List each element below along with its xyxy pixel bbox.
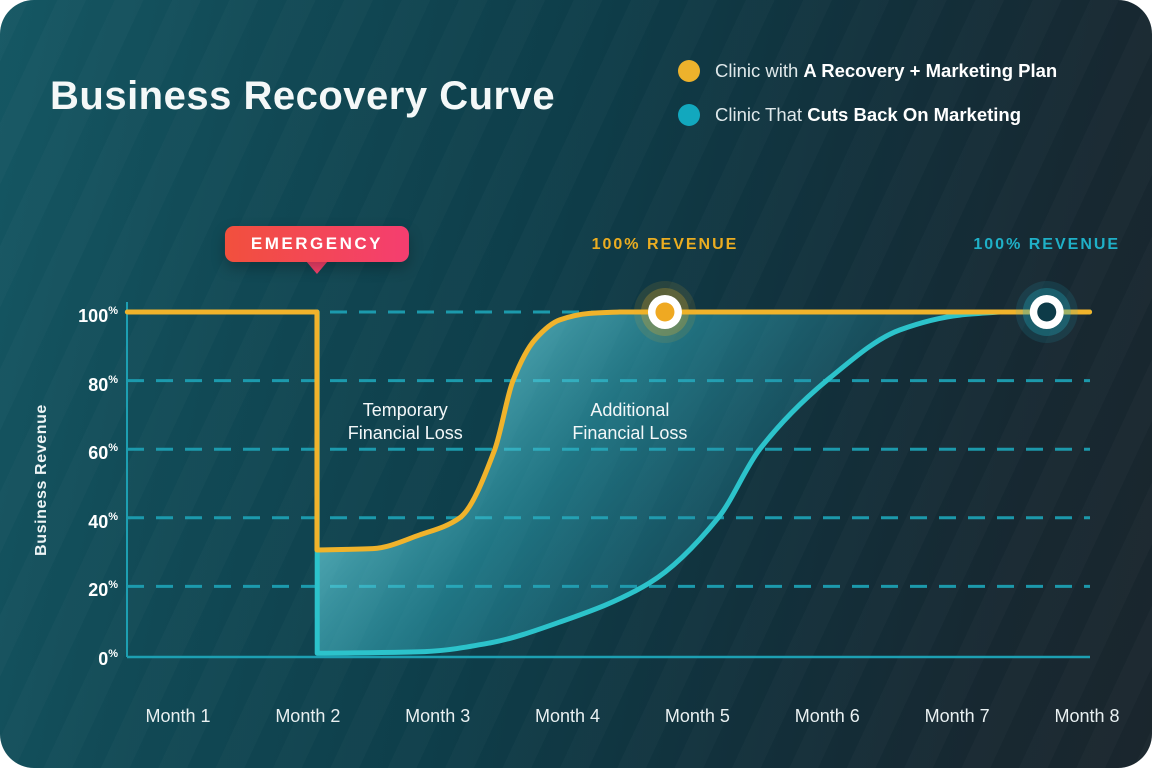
x-tick-label-month-8: Month 8 xyxy=(1054,706,1120,726)
x-tick-label-month-1: Month 1 xyxy=(145,706,211,726)
x-tick-label-month-6: Month 6 xyxy=(794,706,860,726)
legend-dot-gold-icon xyxy=(678,60,700,82)
legend-item-recovery-plan: Clinic with A Recovery + Marketing Plan xyxy=(678,60,1057,82)
legend: Clinic with A Recovery + Marketing Plan … xyxy=(678,60,1057,148)
marker-center-icon xyxy=(655,302,675,322)
y-tick-label-20: 20% xyxy=(88,579,118,601)
emergency-badge: EMERGENCY xyxy=(224,226,409,274)
loss-area-fill xyxy=(316,312,1000,654)
emergency-badge-tail-icon xyxy=(305,261,328,274)
page-title: Business Recovery Curve xyxy=(50,74,556,118)
emergency-badge-label: EMERGENCY xyxy=(224,226,409,262)
legend-label-prefix: Clinic with xyxy=(715,60,804,81)
series-line-recovery-plan xyxy=(124,309,1093,553)
legend-label-bold: A Recovery + Marketing Plan xyxy=(803,60,1058,81)
revenue-marker-label-1: 100% REVENUE xyxy=(591,236,739,253)
legend-label-prefix: Clinic That xyxy=(715,104,808,125)
y-tick-label-60: 60% xyxy=(88,442,118,464)
legend-label-bold: Cuts Back On Marketing xyxy=(807,104,1022,125)
x-tick-label-month-2: Month 2 xyxy=(275,706,341,726)
marker-center-icon xyxy=(1037,302,1057,322)
legend-dot-teal-icon xyxy=(678,104,700,126)
legend-label-cuts-marketing: Clinic That Cuts Back On Marketing xyxy=(715,104,1021,126)
legend-item-cuts-marketing: Clinic That Cuts Back On Marketing xyxy=(678,104,1057,126)
y-tick-label-0: 0% xyxy=(98,648,118,669)
y-tick-label-80: 80% xyxy=(88,373,118,395)
x-tick-label-month-5: Month 5 xyxy=(664,706,730,726)
legend-label-recovery-plan: Clinic with A Recovery + Marketing Plan xyxy=(715,60,1057,82)
y-tick-label-100: 100% xyxy=(78,305,118,326)
y-tick-label-40: 40% xyxy=(88,510,118,532)
revenue-marker-label-2: 100% REVENUE xyxy=(973,236,1121,253)
x-tick-label-month-7: Month 7 xyxy=(924,706,990,726)
x-tick-label-month-3: Month 3 xyxy=(405,706,471,726)
x-tick-label-month-4: Month 4 xyxy=(535,706,601,726)
